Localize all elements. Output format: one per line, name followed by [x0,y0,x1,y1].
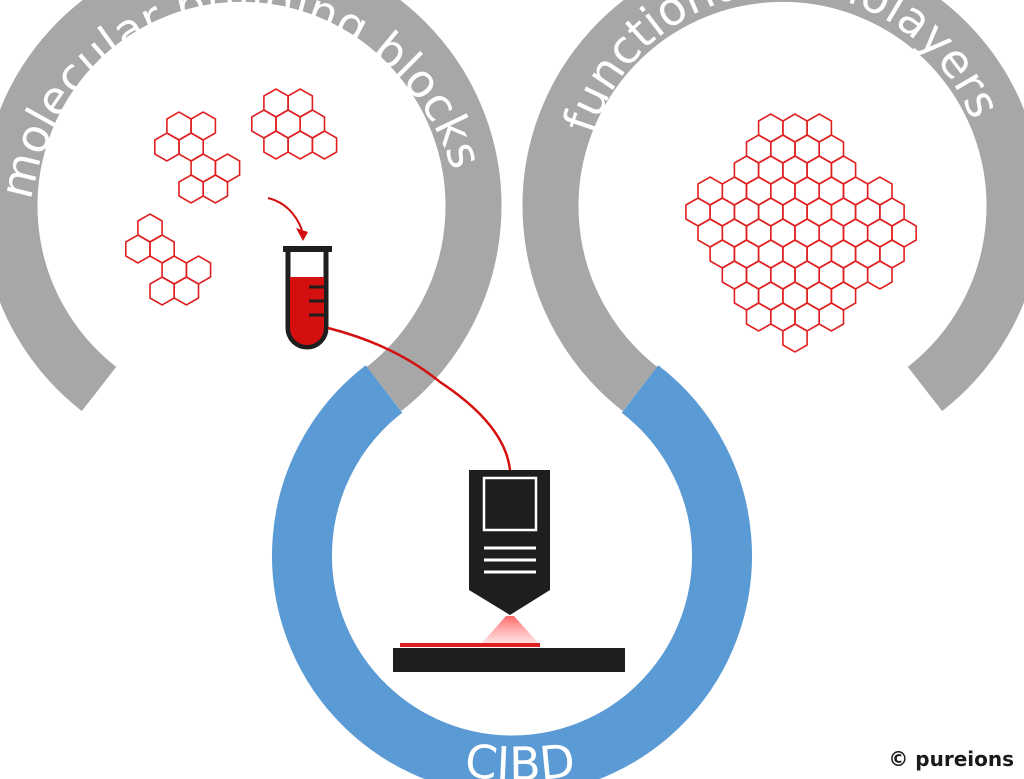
curved-arrow-icon [267,197,303,231]
hexagon-ring [202,174,229,204]
deposited-layer [400,643,540,647]
hexagon-ring [745,302,772,332]
hexagon-ring [287,130,314,160]
test-tube-icon [283,246,332,350]
hexagon-ring [154,132,180,162]
hexagon-ring [818,302,845,332]
left-gray-arc [0,0,502,412]
hexagon-ring [173,276,200,306]
deposition-nozzle-icon [469,470,550,615]
supply-line [327,326,512,471]
right-gray-arc [522,0,1024,412]
hexagon-ring [311,130,338,160]
hexagon-ring [125,234,151,264]
molecule-hexagons [125,88,918,353]
bottom-blue-arc [272,365,752,779]
hexagon-ring [149,276,175,306]
hexagon-ring [866,260,893,290]
arrow-head-icon [296,228,308,241]
ion-beam [480,616,540,645]
hexagon-ring [782,323,808,353]
copyright-notice: © pureions [888,747,1014,771]
right-arc-label: functional nanolayers [552,0,1011,139]
substrate-plate-icon [393,648,625,672]
hexagon-ring [263,130,289,160]
hexagon-ring [178,174,204,204]
bottom-arc-label: CIBD [463,733,578,779]
